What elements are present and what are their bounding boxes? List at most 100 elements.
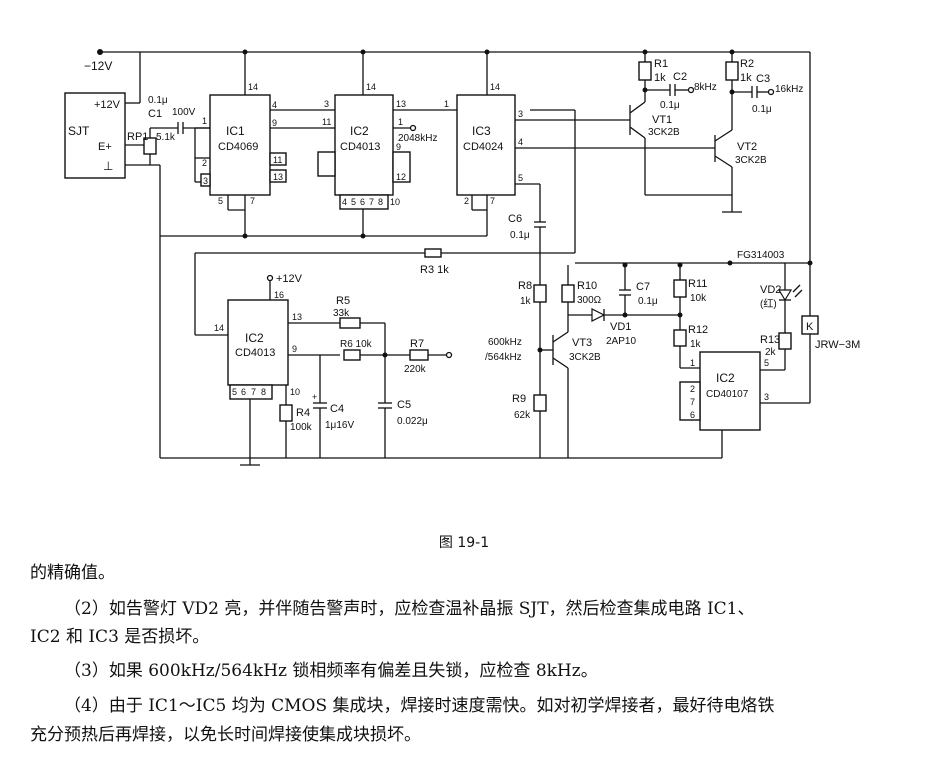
c5-name: C5 [397,399,411,411]
relay-part: JRW−3M [815,339,860,351]
ic2c-part: CD40107 [706,389,749,400]
ic2b-pin13: 13 [292,312,302,322]
r11-name: R11 [688,278,707,290]
ic1-pin2: 2 [202,158,207,168]
ic2a-pin8: 8 [378,197,383,207]
vt1-part: 3CK2B [648,127,680,138]
r9-name: R9 [512,393,526,405]
ic2a-pin14: 14 [366,82,376,92]
ic2a-pin11: 11 [322,117,331,127]
ic3-pin3: 3 [518,109,523,119]
r1-name: R1 [654,58,668,70]
ic1-cd4069: IC1 CD4069 14 1 2 3 4 9 11 13 5 7 [194,52,330,236]
ic3-pin1: 1 [444,99,449,109]
ic1-pin5: 5 [218,196,223,206]
r12-name: R12 [688,324,708,336]
vd1-name: VD1 [610,321,631,333]
vt1-name: VT1 [652,114,672,126]
relay-name: K [806,321,814,333]
ic1-pin3: 3 [203,176,208,186]
vd1-part: 2AP10 [606,336,636,347]
vt2-part: 3CK2B [735,155,767,166]
ic2c-pin6: 6 [690,410,695,420]
ic2b-pin9: 9 [292,344,297,354]
c4-plus: + [312,392,317,402]
ic2a-pin3: 3 [324,99,329,109]
r10-name: R10 [577,280,597,292]
ic2a-pin10: 10 [390,197,400,207]
ic3-pin14: 14 [490,82,500,92]
text-para-2b: IC2 和 IC3 是否损坏。 [30,627,210,647]
ic2a-pin12: 12 [396,172,406,182]
c1-volt-label: 100V [172,107,196,118]
r3-label: R3 1k [420,264,449,276]
ic2b-part: CD4013 [235,347,275,359]
ic2c-pin2: 2 [690,384,695,394]
ic2c-pin5: 5 [764,358,769,368]
rp1-value-label: 5.1k [156,132,176,143]
sjt-gnd-label: ⊥ [103,159,113,173]
ic3-pin7: 7 [490,196,495,206]
ic1-pin9: 9 [272,118,277,128]
c2-freq: 8kHz [694,82,717,93]
ic1-pin13: 13 [273,172,283,182]
c2-name: C2 [673,71,687,83]
freq-line2: /564kHz [485,352,522,363]
r13-value: 2k [765,347,777,358]
r5-value: 33k [333,308,350,319]
ic3-cd4024: IC3 CD4024 14 1 3 4 5 2 7 [444,52,715,236]
vt1-vt2-stage: R1 1k C2 0.1μ 8kHz VT1 3CK2B R2 1k C3 0.… [629,52,803,213]
ic1-pin4: 4 [272,100,277,110]
r11-value: 10k [690,293,707,304]
c3-freq: 16kHz [775,84,803,95]
ic2c-pin1: 1 [690,358,695,368]
ic2b-pin7: 7 [251,387,256,397]
r8-name: R8 [518,280,532,292]
ic2a-pin6: 6 [360,197,365,207]
ic1-pin7: 7 [250,196,255,206]
ic2b-pin5: 5 [232,387,237,397]
r2-name: R2 [740,58,754,70]
module-id: FG314003 [737,250,785,261]
text-para-4a: （4）由于 IC1～IC5 均为 CMOS 集成块，焊接时速度需快。如对初学焊接… [64,696,775,716]
freq-line1: 600kHz [488,337,522,348]
text-para-4b: 充分预热后再焊接，以免长时间焊接使集成块损坏。 [30,725,421,745]
ic2-cd4013-top: IC2 CD4013 14 3 11 13 1 2048kHz 9 12 4 5… [317,52,455,236]
text-para-3: （3）如果 600kHz/564kHz 锁相频率有偏差且失锁，应检查 8kHz。 [64,661,598,681]
r12-value: 1k [690,339,702,350]
ic3-pin5: 5 [518,173,523,183]
vd2-name: VD2 [760,284,781,296]
ic1-pin11: 11 [273,155,282,165]
ic3-pin2: 2 [464,196,469,206]
ic1-pin1: 1 [202,116,207,126]
c6-capacitor: C6 0.1μ [508,184,546,285]
c4-value: 1μ16V [325,420,354,431]
ic2b-pin14: 14 [214,323,224,333]
ic2c-pin3: 3 [764,392,769,402]
ic3-name: IC3 [472,124,491,138]
circuit-schematic: −12V SJT +12V E+ ⊥ 0.1μ C1 100V RP1 5.1k… [64,49,860,466]
c2-value: 0.1μ [660,100,680,111]
ic1-name: IC1 [226,124,245,138]
ic2a-pin9: 9 [396,142,401,152]
r4-value: 100k [290,422,313,433]
r8-value: 1k [520,296,532,307]
ic2-cd40107-alarm: IC2 CD40107 1 2 7 6 5 3 VD2 (红) R13 2k K… [679,263,860,458]
r6-label: R6 10k [340,339,373,350]
c5-value: 0.022μ [397,416,428,427]
sjt-vcc-label: +12V [94,99,121,111]
c1-name-label: C1 [148,108,162,120]
r7-name: R7 [410,338,424,350]
r4-name: R4 [296,407,310,419]
ic2a-name: IC2 [350,124,369,138]
c3-name: C3 [756,73,770,85]
r3-feedback: R3 1k FG314003 [194,52,813,403]
r2-value: 1k [740,72,752,84]
figure-caption: 图 19-1 [438,535,490,551]
c1-value-label: 0.1μ [148,95,168,106]
text-para-2a: （2）如告警灯 VD2 亮，并伴随告警声时，应检查温补晶振 SJT，然后检查集成… [64,599,755,619]
sjt-e-label: E+ [98,141,112,153]
ic2b-name: IC2 [245,331,264,345]
r13-name: R13 [760,334,780,346]
ic2a-pin13: 13 [396,99,406,109]
